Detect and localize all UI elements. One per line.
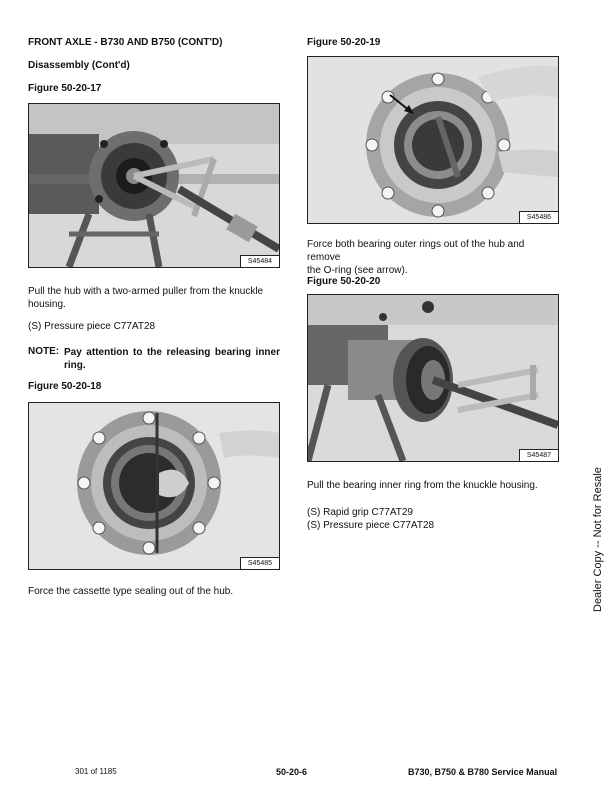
bearing-rings-photo	[308, 57, 558, 223]
figure-50-20-19: S45486	[307, 56, 559, 224]
tool-pressure-piece: (S) Pressure piece C77AT28	[307, 520, 435, 531]
text-line: Force both bearing outer rings out of th…	[307, 239, 525, 263]
figure-code: S45487	[518, 449, 558, 461]
section-heading: FRONT AXLE - B730 AND B750 (CONT'D)	[28, 37, 223, 48]
subsection-heading: Disassembly (Cont'd)	[28, 60, 130, 71]
page-count: 301 of 1185	[75, 767, 117, 776]
manual-title: B730, B750 & B780 Service Manual	[408, 767, 558, 777]
text-line: housing.	[28, 299, 66, 310]
paragraph-pull-hub: Pull the hub with a two-armed puller fro…	[28, 285, 278, 311]
figure-code: S45485	[239, 557, 279, 569]
note-line-1: Pay attention to the releasing bearing i…	[64, 347, 280, 358]
text-line: the O-ring (see arrow).	[307, 265, 408, 276]
hub-sealing-photo	[29, 403, 279, 569]
tool-pressure-piece: (S) Pressure piece C77AT28	[28, 321, 156, 332]
figure-code: S45486	[518, 211, 558, 223]
paragraph-force-sealing: Force the cassette type sealing out of t…	[28, 586, 234, 597]
note-line-2: ring.	[64, 360, 86, 371]
figure-code: S45484	[239, 255, 279, 267]
note-label: NOTE:	[28, 346, 60, 357]
figure-50-20-17: S45484	[28, 103, 280, 268]
figure-50-20-20: S45487	[307, 294, 559, 462]
hub-puller-photo	[29, 104, 279, 267]
page-number: 50-20-6	[276, 767, 308, 777]
tool-rapid-grip: (S) Rapid grip C77AT29	[307, 507, 413, 518]
figure-50-20-18: S45485	[28, 402, 280, 570]
paragraph-pull-inner-ring: Pull the bearing inner ring from the knu…	[307, 480, 538, 491]
inner-ring-puller-photo	[308, 295, 558, 461]
figure-title-18: Figure 50-20-18	[28, 381, 102, 392]
dealer-copy-watermark: Dealer Copy -- Not for Resale	[592, 467, 604, 612]
paragraph-force-rings: Force both bearing outer rings out of th…	[307, 238, 559, 277]
figure-title-19: Figure 50-20-19	[307, 37, 381, 48]
figure-title-17: Figure 50-20-17	[28, 83, 102, 94]
text-line: Pull the hub with a two-armed puller fro…	[28, 286, 264, 297]
figure-title-20: Figure 50-20-20	[307, 276, 381, 287]
